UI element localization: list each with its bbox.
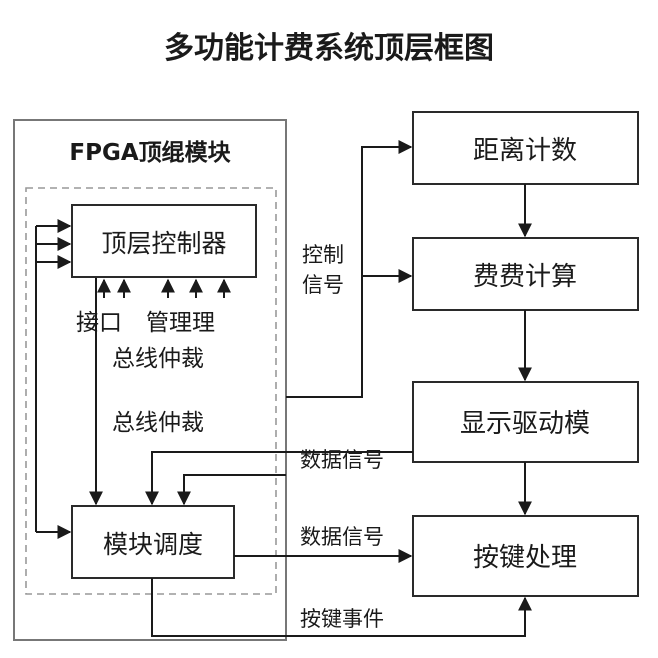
node-scheduler-label: 模块调度 bbox=[103, 530, 203, 559]
node-fee-label: 费费计算 bbox=[473, 262, 577, 292]
node-keys bbox=[412, 515, 639, 597]
node-top-controller-label: 顶层控制器 bbox=[101, 229, 226, 258]
fpga-frame bbox=[13, 119, 287, 641]
edge-key-event bbox=[151, 578, 532, 637]
node-display bbox=[412, 381, 639, 463]
label-key-event: 按键事件 bbox=[300, 607, 384, 631]
label-data-signal-2: 数据信号 bbox=[300, 525, 384, 549]
label-manage: 管理理 bbox=[146, 310, 215, 336]
fpga-label: FPGA顶绲模块 bbox=[69, 140, 230, 166]
edge-data-return-1 bbox=[145, 451, 413, 506]
node-keys-label: 按键处理 bbox=[473, 543, 577, 573]
label-bus-arb-2: 总线仲裁 bbox=[112, 410, 204, 436]
label-interface: 接口 bbox=[76, 310, 122, 336]
node-distance bbox=[412, 111, 639, 185]
node-display-label: 显示驱动模 bbox=[460, 409, 590, 439]
node-distance-label: 距离计数 bbox=[473, 136, 577, 166]
label-control-2: 信号 bbox=[302, 273, 344, 297]
label-bus-arb-1: 总线仲裁 bbox=[112, 346, 204, 372]
diagram-title: 多功能计费系统顶层框图 bbox=[164, 31, 494, 66]
label-control-1: 控制 bbox=[302, 243, 344, 267]
edge-control-to-distance bbox=[286, 140, 413, 398]
node-scheduler bbox=[71, 505, 235, 579]
edge-data-return-2 bbox=[177, 474, 286, 506]
node-top-controller bbox=[71, 204, 257, 278]
label-data-signal-1: 数据信号 bbox=[300, 448, 384, 472]
node-fee bbox=[412, 237, 639, 311]
